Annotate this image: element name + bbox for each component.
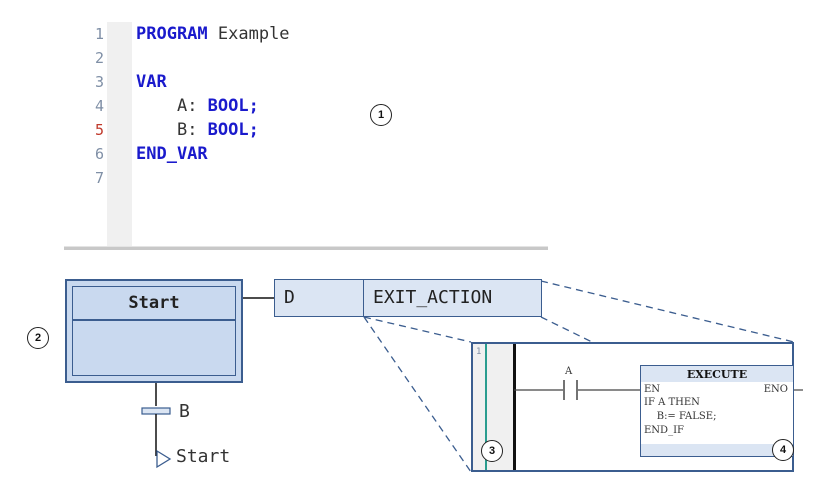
- line-number: 2: [94, 49, 104, 67]
- rung-marker: [485, 344, 487, 470]
- callout-badge-1: 1: [370, 104, 392, 126]
- action-name-box[interactable]: EXIT_ACTION: [363, 279, 542, 317]
- callout-badge-4: 4: [772, 439, 794, 461]
- zoom-line-2: [363, 316, 472, 343]
- power-rail: [513, 344, 516, 470]
- code-line[interactable]: VAR: [136, 70, 167, 94]
- code-text: A:: [176, 96, 208, 116]
- fb-body: [641, 382, 793, 444]
- fb-code-line-1: IF A THEN: [644, 397, 700, 408]
- zoom-line-3: [540, 280, 795, 343]
- fb-output-eno: ENO: [763, 384, 788, 395]
- transition-label: B: [179, 401, 190, 422]
- line-number: 6: [94, 145, 104, 163]
- line-number: 4: [94, 97, 104, 115]
- sfc-step-start[interactable]: Start: [65, 279, 243, 383]
- code-keyword: BOOL;: [207, 120, 259, 140]
- code-line[interactable]: PROGRAM Example: [136, 22, 290, 46]
- zoom-line-4: [540, 316, 593, 343]
- line-number-gutter: [107, 22, 132, 246]
- line-number: 7: [94, 169, 104, 187]
- code-keyword: END_VAR: [136, 144, 208, 164]
- fb-name: EXECUTE: [686, 368, 748, 381]
- callout-badge-3: 3: [481, 440, 503, 462]
- callout-badge-2: 2: [27, 327, 49, 349]
- action-qualifier-box[interactable]: D: [274, 279, 365, 317]
- line-number: 1: [94, 25, 104, 43]
- line-number: 5: [94, 121, 104, 139]
- sfc-step-divider: [73, 319, 235, 321]
- fb-code-line-3: END_IF: [644, 425, 684, 436]
- code-line[interactable]: B: BOOL;: [136, 118, 259, 142]
- contact-label: A: [565, 366, 573, 377]
- jump-target-label: Start: [176, 446, 231, 467]
- code-text: B:: [176, 120, 208, 140]
- fb-input-en: EN: [644, 384, 661, 395]
- code-line[interactable]: A: BOOL;: [136, 94, 259, 118]
- code-keyword: VAR: [136, 72, 167, 92]
- zoom-line-1: [363, 316, 472, 473]
- code-text: Example: [207, 24, 290, 44]
- code-keyword: BOOL;: [207, 96, 259, 116]
- code-keyword: PROGRAM: [136, 24, 208, 44]
- code-line[interactable]: END_VAR: [136, 142, 208, 166]
- function-block-execute[interactable]: EXECUTE EN ENO IF A THEN B:= FALSE; END_…: [640, 365, 794, 457]
- sfc-step-inner-frame: Start: [72, 286, 236, 376]
- fb-code-line-2: B:= FALSE;: [644, 411, 717, 422]
- ladder-line-number: 1: [476, 347, 482, 357]
- line-number: 3: [94, 73, 104, 91]
- jump-arrow-icon: [156, 449, 172, 469]
- sfc-step-name: Start: [128, 293, 180, 313]
- editor-splitter[interactable]: [64, 246, 548, 250]
